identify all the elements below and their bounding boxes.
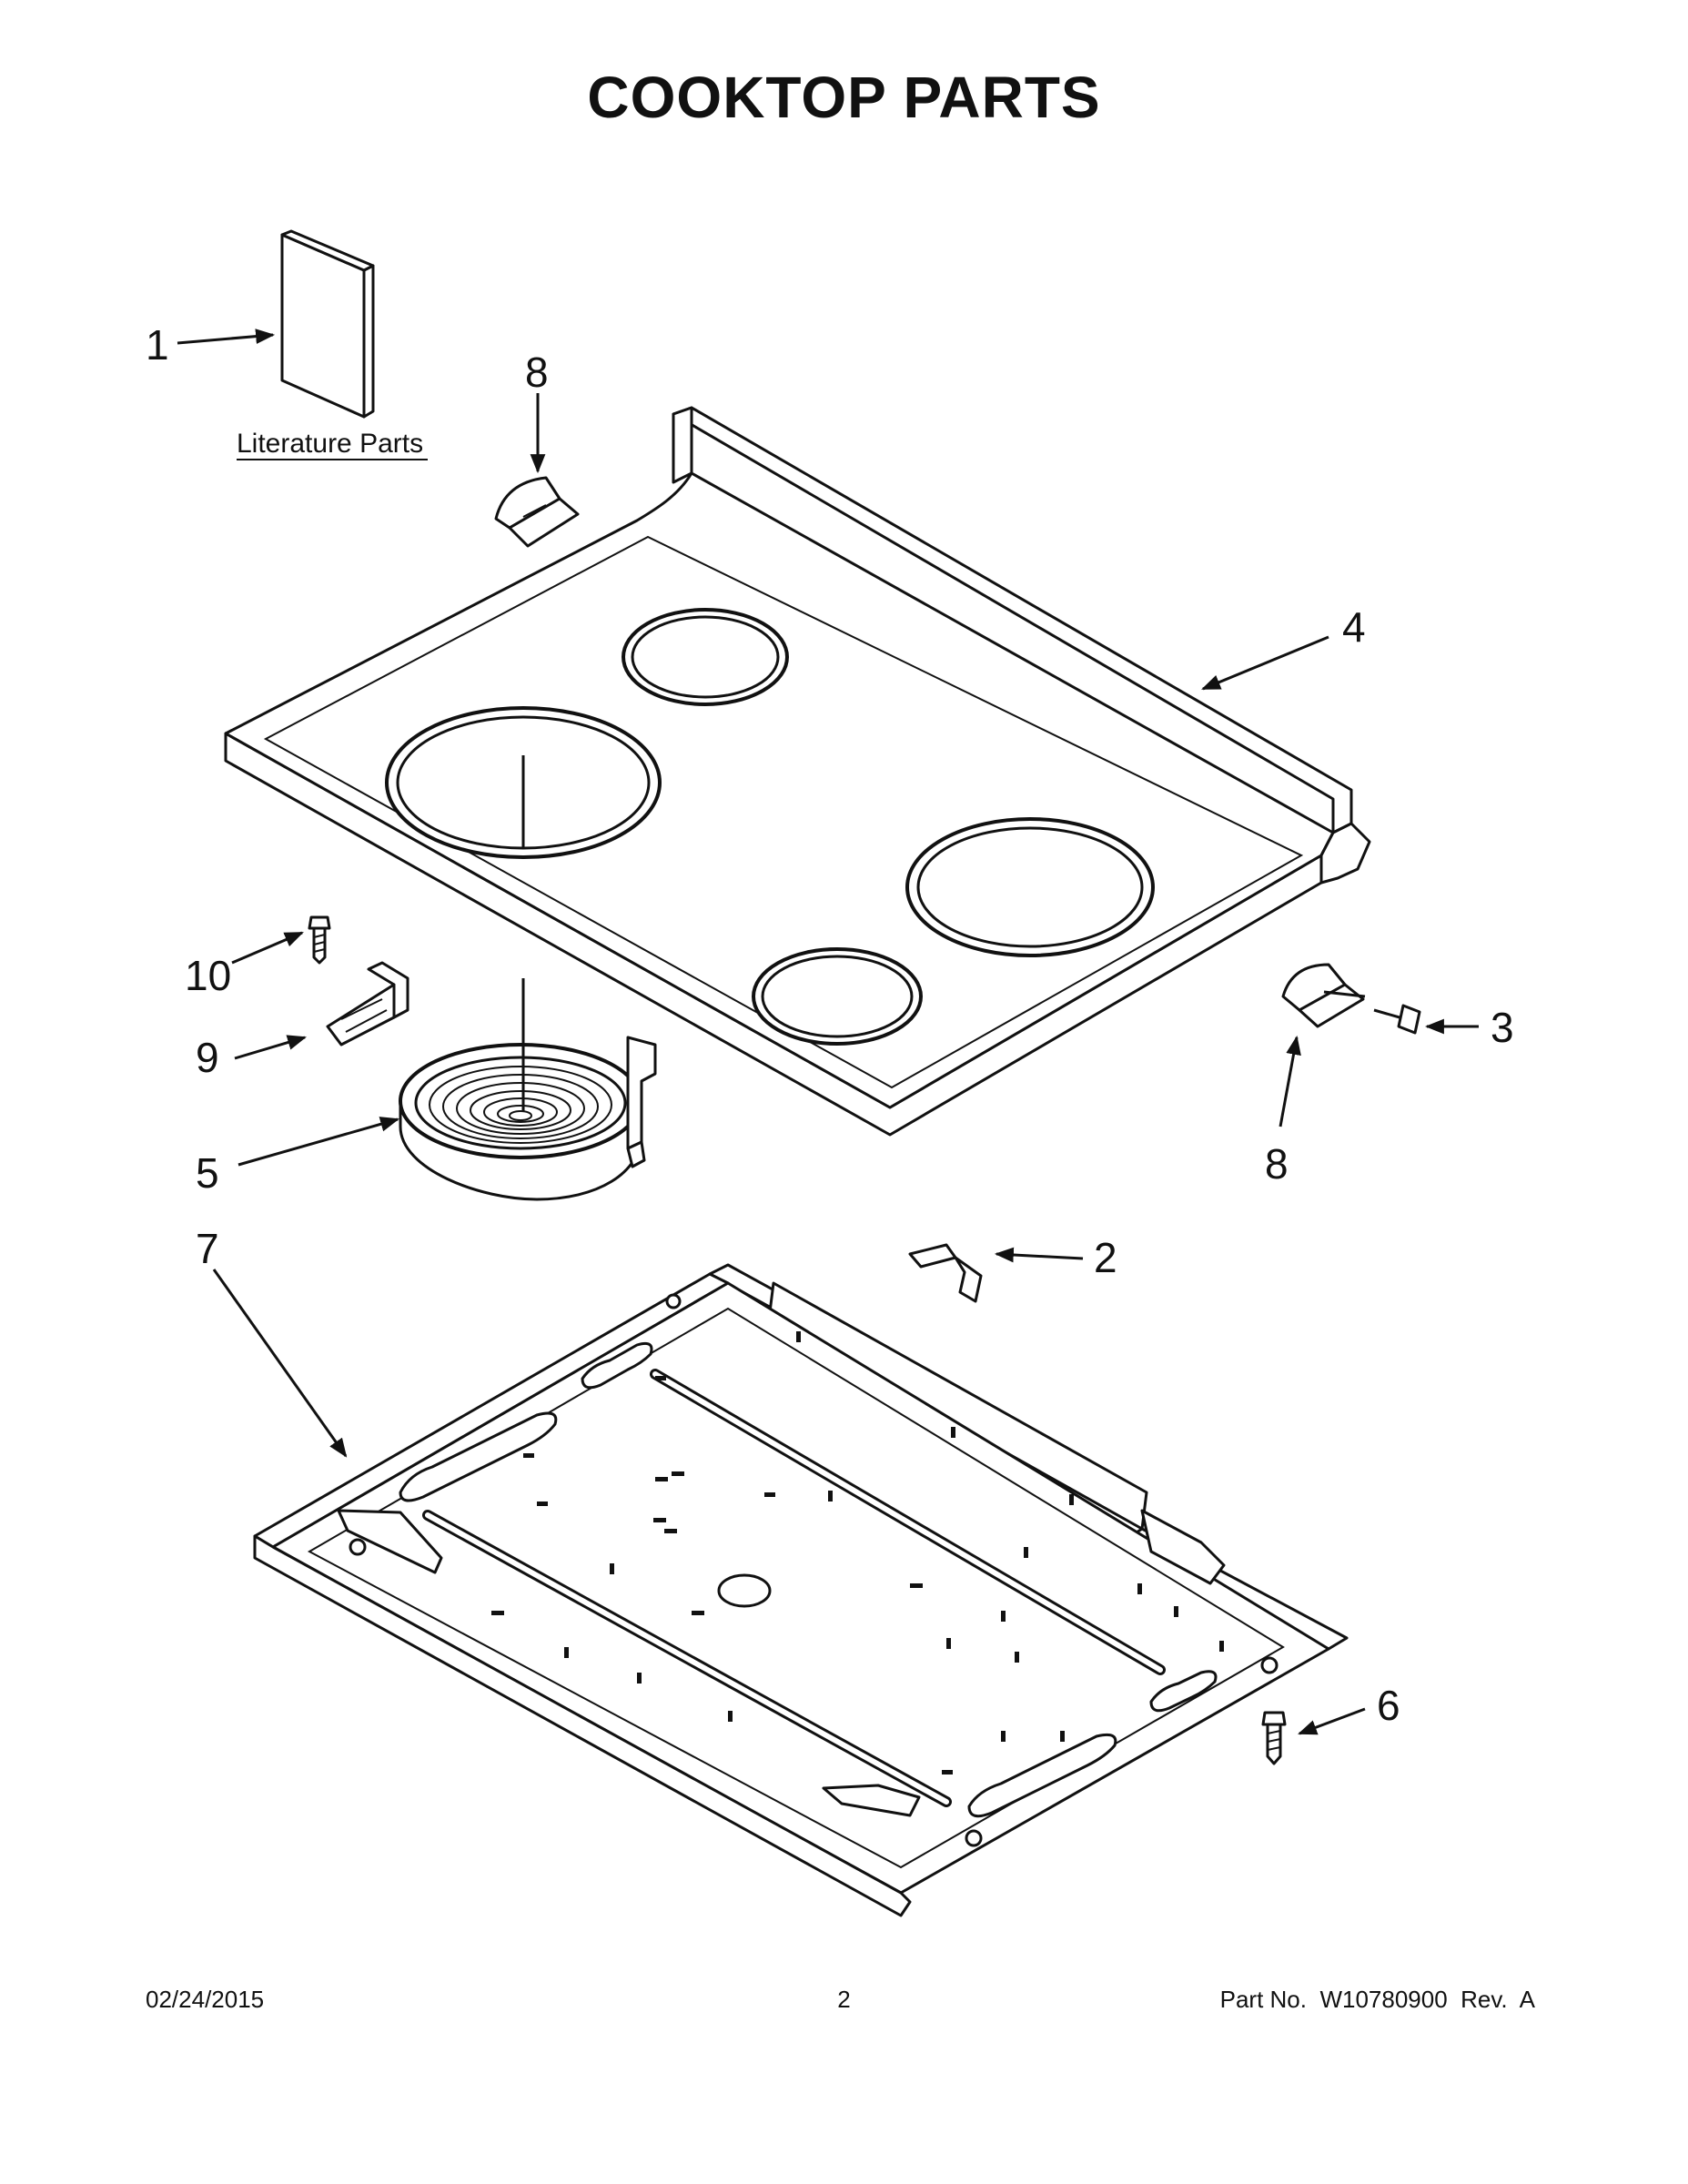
screw-part-10 <box>308 915 331 965</box>
footer-page-number: 2 <box>837 1986 851 2013</box>
callout-6: 6 <box>1377 1682 1400 1729</box>
radiant-element <box>399 978 657 1201</box>
callout-5: 5 <box>196 1149 219 1197</box>
callout-2: 2 <box>1094 1234 1117 1281</box>
callout-1: 1 <box>146 321 169 369</box>
leader-lines <box>177 329 1479 1735</box>
footer-date: 02/24/2015 <box>146 1986 265 2013</box>
callout-9: 9 <box>196 1034 219 1081</box>
literature-booklet <box>280 229 375 419</box>
callout-8-bottom: 8 <box>1265 1140 1289 1188</box>
literature-parts-label: Literature Parts <box>237 429 423 459</box>
callout-3: 3 <box>1491 1004 1514 1051</box>
callout-8-top: 8 <box>525 349 549 396</box>
cooktop-glass <box>224 406 1371 1137</box>
clip-part-2 <box>908 1243 983 1303</box>
terminal-bracket <box>326 961 409 1046</box>
screw-part-3 <box>1373 1004 1421 1035</box>
callout-7: 7 <box>196 1225 219 1272</box>
screw-part-6 <box>1261 1711 1287 1765</box>
burner-box-pan <box>253 1263 1349 1917</box>
callout-10: 10 <box>185 952 231 999</box>
footer-part-number: Part No. W10780900 Rev. A <box>1219 1986 1535 2013</box>
callout-4: 4 <box>1342 603 1366 651</box>
page-title: COOKTOP PARTS <box>587 65 1101 130</box>
bracket-top <box>494 476 580 548</box>
bracket-right <box>1281 963 1366 1028</box>
